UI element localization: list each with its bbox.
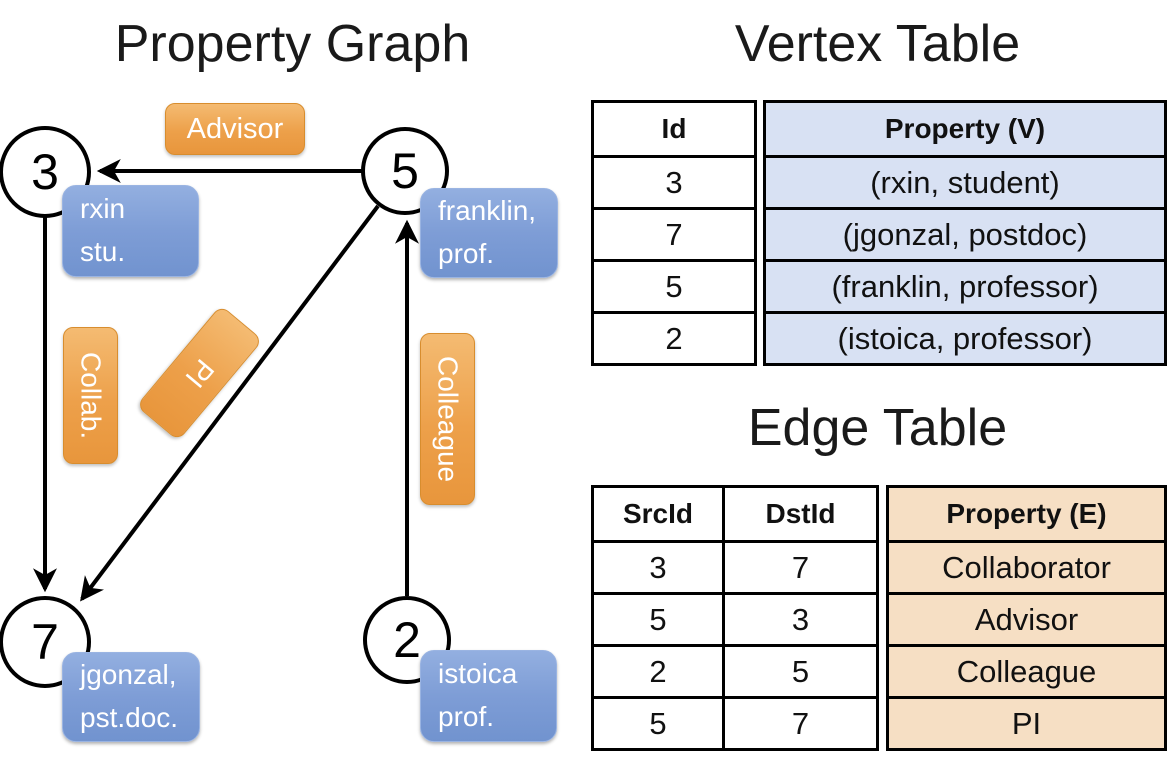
table-cell: 5 [594,696,725,748]
vertex-prop-jgonzal-line2: pst.doc. [80,702,179,733]
vertex-prop-rxin: rxin stu. [62,185,199,277]
table-cell: 5 [594,592,725,644]
table-cell: 2 [594,311,754,363]
edge-label-advisor: Advisor [165,103,305,155]
vertex-prop-franklin-line1: franklin, [438,195,537,227]
vertex-prop-istoica-line2: prof. [438,701,495,732]
vertex-prop-istoica: istoica prof. [420,650,557,742]
node-7-label: 7 [31,614,59,670]
edge-label-collab: Collab. [63,327,118,464]
vertex-prop-jgonzal-line1: jgonzal, [80,659,177,691]
vertex-prop-istoica-line1: istoica [438,658,518,690]
table-cell: (istoica, professor) [766,311,1164,363]
vertex-table-id-column: Id 3 7 5 2 [591,100,757,366]
table-cell: 7 [594,207,754,259]
table-cell: (jgonzal, postdoc) [766,207,1164,259]
vertex-prop-franklin-line2: prof. [438,238,495,269]
edge-table-header-srcid: SrcId [594,488,725,540]
table-cell: 3 [594,540,725,592]
table-cell: Collaborator [889,540,1164,592]
table-cell: 2 [594,644,725,696]
edge-table-title: Edge Table [747,399,1008,457]
vertex-prop-rxin-line2: stu. [80,236,126,267]
table-cell: 5 [594,259,754,311]
table-cell: Colleague [889,644,1164,696]
edge-table: SrcId DstId 3 7 5 3 2 5 5 7 Property (E)… [591,485,1167,751]
edge-table-id-columns: SrcId DstId 3 7 5 3 2 5 5 7 [591,485,879,751]
table-cell: (franklin, professor) [766,259,1164,311]
table-cell: 7 [725,540,876,592]
edge-5-to-7 [80,204,380,602]
node-5: 5 [361,127,449,215]
edge-label-colleague: Colleague [420,333,475,505]
table-cell: 7 [725,696,876,748]
vertex-table-header-id: Id [661,113,687,144]
vertex-table-property-column: Property (V) (rxin, student) (jgonzal, p… [763,100,1167,366]
table-cell: Advisor [889,592,1164,644]
vertex-prop-franklin: franklin, prof. [420,188,558,278]
node-5-label: 5 [391,143,419,199]
edge-table-property-column: Property (E) Collaborator Advisor Collea… [886,485,1167,751]
table-cell: (rxin, student) [766,155,1164,207]
table-cell: 3 [594,155,754,207]
vertex-prop-jgonzal: jgonzal, pst.doc. [62,652,200,742]
node-3-label: 3 [31,144,59,200]
edge-table-header-property: Property (E) [889,488,1164,540]
edge-table-header-dstid: DstId [765,498,836,529]
node-2: 2 [363,596,451,684]
table-cell: 3 [725,592,876,644]
node-2-label: 2 [393,612,421,668]
vertex-table-title: Vertex Table [734,15,1021,73]
vertex-prop-rxin-line1: rxin [80,193,126,225]
vertex-table: Id 3 7 5 2 Property (V) (rxin, student) … [591,100,1167,366]
table-cell: PI [889,696,1164,748]
property-graph-title: Property Graph [114,15,471,73]
table-cell: 5 [725,644,876,696]
vertex-table-header-property: Property (V) [766,103,1164,155]
graph-edges [33,159,419,602]
